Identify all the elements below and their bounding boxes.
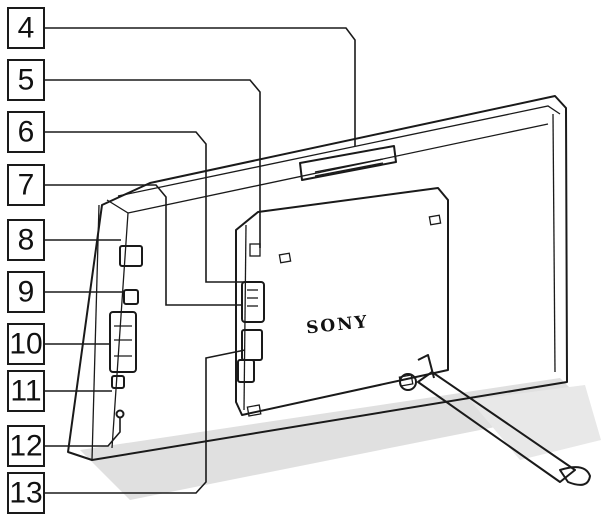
callout-8: 8 <box>7 219 45 261</box>
svg-text:13: 13 <box>9 477 42 510</box>
svg-text:6: 6 <box>18 116 35 149</box>
svg-text:10: 10 <box>9 328 42 361</box>
leader-4 <box>44 27 356 146</box>
top-slot <box>299 145 397 181</box>
callout-6: 6 <box>7 111 45 153</box>
frame-body <box>67 95 568 461</box>
callout-12: 12 <box>7 425 45 467</box>
stand <box>399 354 591 486</box>
svg-text:4: 4 <box>18 12 35 45</box>
svg-text:8: 8 <box>18 224 35 257</box>
connector-panel <box>237 243 265 383</box>
svg-text:12: 12 <box>9 430 42 463</box>
callout-13: 13 <box>7 472 45 514</box>
leader-lines <box>44 27 356 494</box>
callout-4: 4 <box>7 7 45 49</box>
leader-5 <box>44 79 261 248</box>
side-buttons <box>109 245 143 419</box>
callout-9: 9 <box>7 271 45 313</box>
brand-logo-text: SONY <box>305 312 370 338</box>
svg-text:5: 5 <box>18 64 35 97</box>
leader-6 <box>44 131 255 283</box>
stand-shadow <box>470 385 601 460</box>
svg-text:11: 11 <box>10 375 41 408</box>
callout-11: 11 <box>7 370 45 412</box>
frame-shadow <box>80 378 590 500</box>
leader-13 <box>44 349 246 494</box>
callout-7: 7 <box>7 164 45 206</box>
leader-12 <box>44 418 121 447</box>
callout-5: 5 <box>7 59 45 101</box>
svg-text:9: 9 <box>18 276 35 309</box>
callout-10: 10 <box>7 323 45 365</box>
svg-text:7: 7 <box>18 169 35 202</box>
leader-7 <box>44 184 243 306</box>
